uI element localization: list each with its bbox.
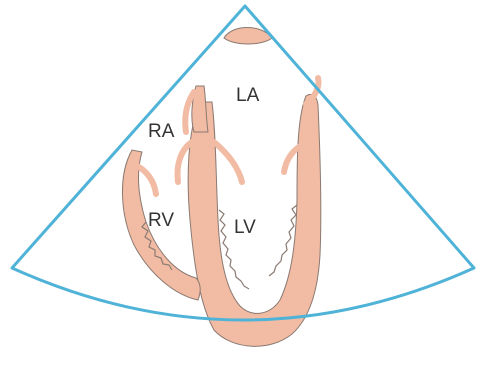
- label-left-ventricle: LV: [234, 217, 256, 238]
- ultrasound-sector-outline: [12, 6, 474, 320]
- label-right-atrium: RA: [148, 121, 175, 142]
- mitral-leaflet-anterior: [214, 142, 242, 182]
- label-left-atrium: LA: [236, 85, 260, 106]
- label-right-ventricle: RV: [148, 210, 174, 231]
- heart-illustration: [122, 28, 320, 347]
